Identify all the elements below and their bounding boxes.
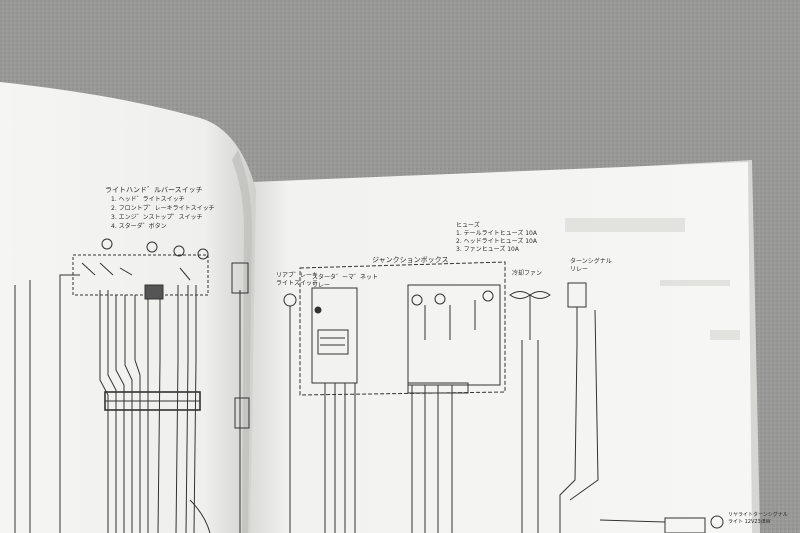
turn-signal-relay-label-1: ターンシグナル — [570, 258, 612, 265]
cooling-fan-label: 冷却ファン — [512, 270, 543, 277]
rear-brake-switch-label-1: リアブ゛レーキ — [276, 272, 319, 279]
taillight-label-2: ライト 12V23/8W — [728, 519, 771, 525]
right-wiring — [283, 261, 724, 533]
switch-title: ライトハンド゛ルバースイッチ — [105, 186, 203, 194]
starter-relay-label-2: リレー — [312, 282, 331, 289]
fuse-item-1: 1. テールライトヒューズ 10A — [456, 230, 537, 237]
junction-box-label: ジャンクションボックス — [372, 256, 449, 264]
starter-relay-label-1: スタータ゛ーマ゛ネット — [312, 274, 379, 281]
spine-shadow — [232, 150, 252, 533]
switch-item-4: 4. スターダ゛ボタン — [111, 223, 167, 230]
fuse-item-2: 2. ヘッドライトヒューズ 10A — [456, 238, 537, 245]
rear-brake-switch-label-2: ライトスイッチ — [276, 280, 319, 287]
switch-item-3: 3. エンジ゛ンストップ゛スイッチ — [111, 214, 203, 221]
left-wiring — [14, 238, 250, 533]
taillight-label-1: リヤライトターンシグナル — [728, 512, 788, 518]
turn-signal-relay-label-2: リレー — [570, 266, 589, 273]
switch-item-2: 2. フロントブ゛レーキライトスイッチ — [111, 205, 215, 212]
fuse-item-3: 3. ファンヒューズ 10A — [456, 246, 519, 253]
page-marks — [565, 218, 740, 340]
left-page — [0, 82, 256, 533]
fuse-title: ヒューズ — [456, 222, 480, 229]
switch-item-1: 1. ヘッド゛ライトスイッチ — [111, 196, 185, 203]
